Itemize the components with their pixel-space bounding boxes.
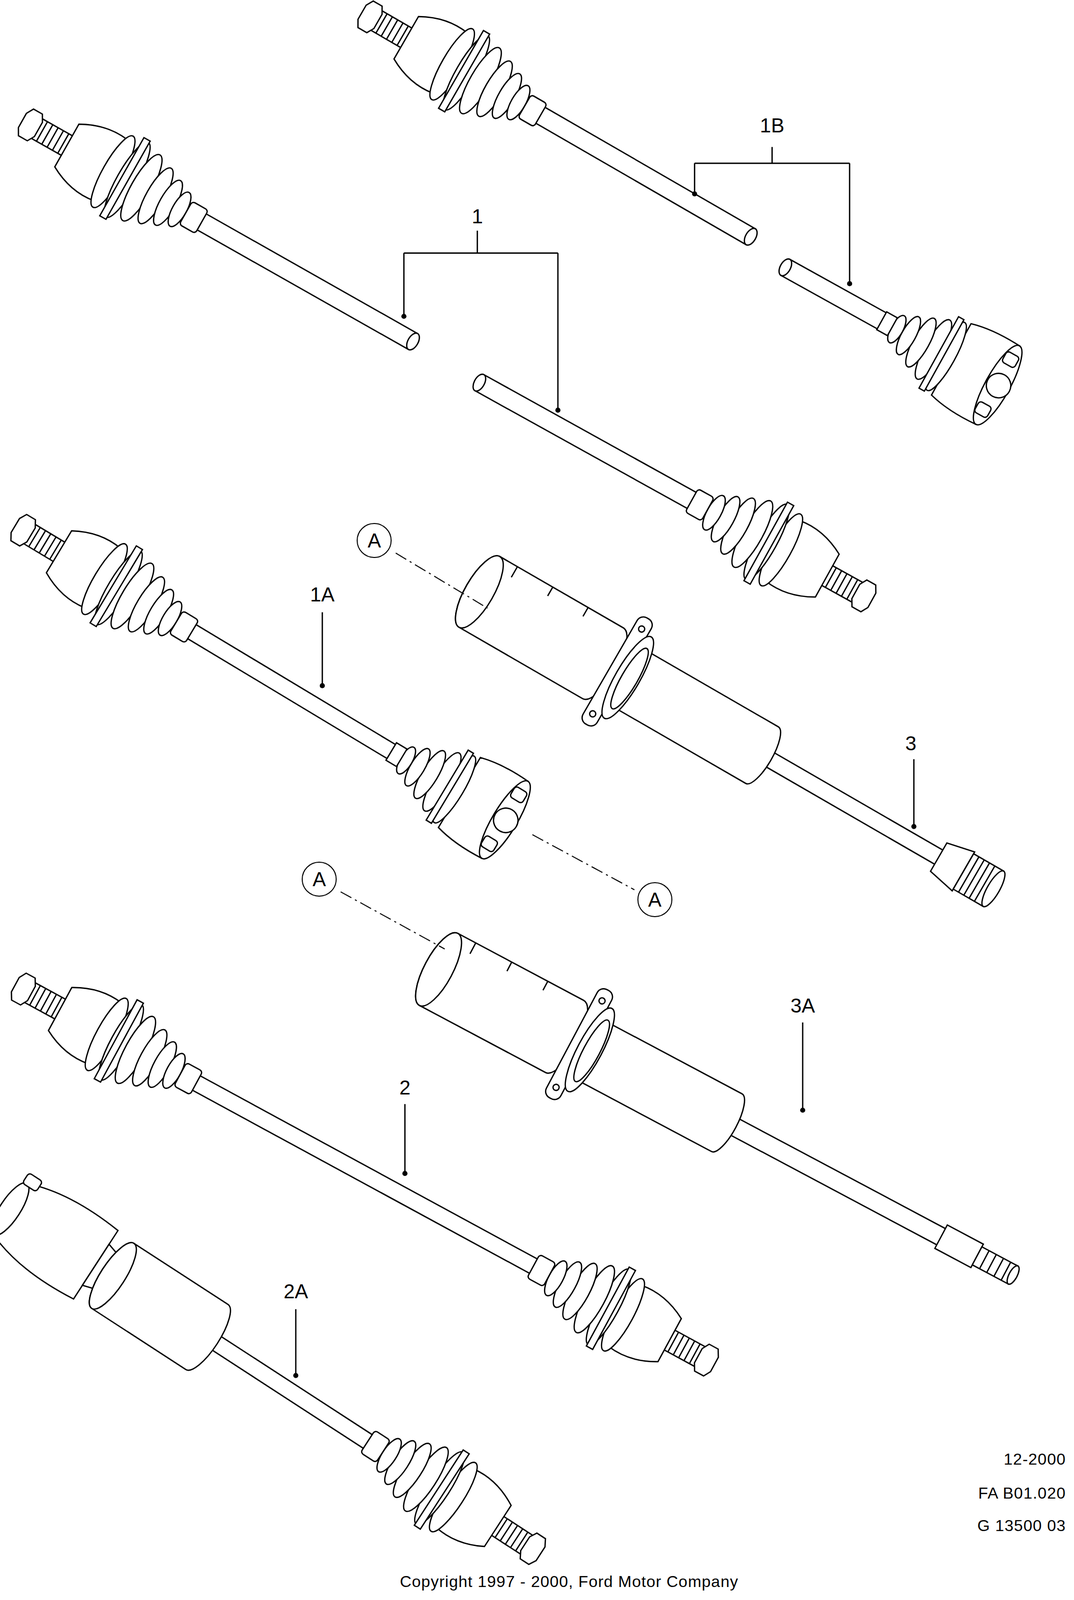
figure-code: FA B01.020	[976, 1484, 1068, 1503]
reference-circle: A	[301, 861, 337, 897]
copyright-note: Copyright 1997 - 2000, Ford Motor Compan…	[397, 1573, 741, 1591]
callout-number: 1B	[757, 114, 787, 137]
callout-number: 3	[903, 732, 919, 755]
reference-letter: A	[647, 889, 662, 910]
reference-letter: A	[367, 530, 382, 551]
graphic-code: G 13500 03	[975, 1517, 1068, 1535]
callout-number: 3A	[788, 994, 817, 1017]
callout-number: 1	[469, 205, 485, 228]
reference-letter: A	[312, 869, 327, 890]
reference-circle: A	[356, 523, 392, 558]
reference-circle: A	[637, 882, 673, 918]
callout-number: 2A	[281, 1280, 311, 1303]
callout-number: 1A	[308, 583, 337, 606]
date-code: 12-2000	[1001, 1450, 1068, 1469]
callout-number: 2	[397, 1076, 413, 1099]
